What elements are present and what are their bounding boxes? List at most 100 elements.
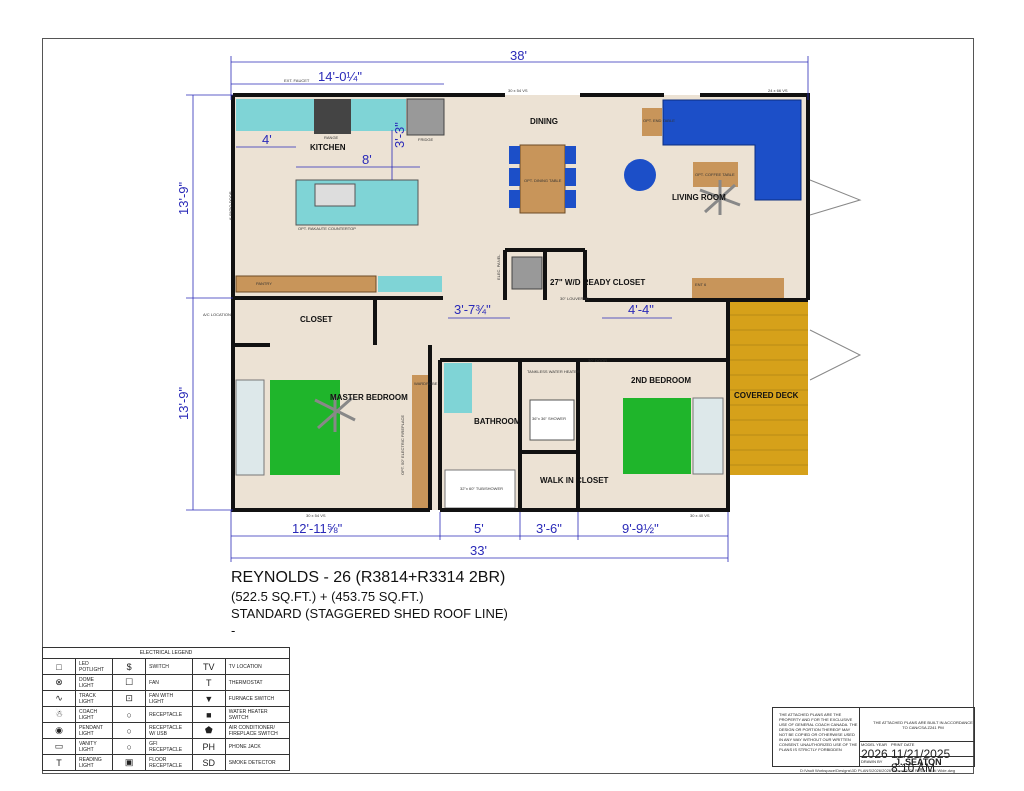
drawn-by-label: DRAWN BY (861, 759, 883, 764)
range-label: RANGE (324, 135, 339, 140)
covered-deck (730, 302, 808, 475)
compliance-note: THE ATTACHED PLANS ARE BUILT IN ACCORDAN… (873, 720, 973, 730)
legend-row: ☃COACH LIGHT○RECEPTACLE■WATER HEATER SWI… (42, 706, 291, 723)
fridge (406, 98, 445, 136)
coffee-table (693, 162, 738, 187)
shower-label: 36"x 36" SHOWER (532, 416, 566, 421)
pantry-label: PANTRY (256, 281, 272, 286)
fireplace-label: OPT. 50" ELECTRIC FIREPLACE (400, 415, 405, 475)
walls (231, 93, 810, 512)
track-light-icon: ∿ (42, 690, 76, 707)
patio-door-label: 6' PATIO DOOR (228, 191, 233, 220)
bed2 (623, 398, 691, 474)
dining-table-label: OPT. DINING TABLE (524, 178, 562, 183)
ceiling-fan-icon (314, 180, 741, 432)
deck-steps-icon (809, 179, 862, 381)
print-date: 11/21/2025 8:10 AM (891, 747, 951, 775)
dim-island: 8' (362, 152, 372, 167)
legend-label: READING LIGHT (74, 754, 114, 771)
furnace-switch-icon: ▼ (191, 690, 226, 707)
legend-label: WATER HEATER SWITCH (224, 706, 291, 723)
coffee-table-label: OPT. COFFEE TABLE (695, 172, 735, 177)
legend-label: TV LOCATION (224, 658, 291, 675)
switch-icon: $ (112, 658, 147, 675)
dim-closet-width: 3'-6" (536, 521, 562, 536)
ext-faucet-label: EXT. FAUCET (284, 78, 310, 83)
side-counter (378, 276, 442, 292)
pendant-light-icon: ◉ (42, 722, 76, 739)
legend-label: COACH LIGHT (74, 706, 114, 723)
coach-light-icon: ☃ (42, 706, 76, 723)
floor-receptacle-icon: ▣ (112, 754, 147, 771)
dim-kitchen-left: 4' (262, 132, 272, 147)
water-heater-label: TANKLESS WATER HEATER (527, 369, 580, 374)
legend-label: GFI RECEPTACLE (145, 738, 193, 755)
plan-title: REYNOLDS - 26 (R3814+R3314 2BR) (522.5 S… (231, 569, 508, 638)
receptacle-icon: ○ (112, 706, 147, 723)
gfi-receptacle-icon: ○ (112, 738, 147, 755)
window-label-c: 30 x 40 VS (690, 513, 710, 518)
legend-label: DOME LIGHT (74, 674, 114, 691)
dim-bath-width: 5' (474, 521, 484, 536)
door-label: 30" DOOR (588, 358, 607, 363)
wardrobe-fireplace (412, 375, 430, 510)
legend-label: PENDANT LIGHT (74, 722, 114, 739)
dim-hall-a: 3'-7¾" (454, 302, 491, 317)
model-year: 2026 (861, 747, 888, 761)
range (314, 99, 351, 134)
room-bed2: 2ND BEDROOM (631, 376, 691, 385)
tub-shower (444, 469, 516, 509)
ac-fireplace-switch-icon: ⬟ (191, 722, 226, 739)
dim-bed2-width: 9'-9½" (622, 521, 659, 536)
shower (529, 399, 575, 441)
led-potlight-icon: □ (42, 658, 76, 675)
armchair (624, 159, 656, 191)
tub-label: 32"x 60" TUB/SHOWER (460, 486, 503, 491)
room-closet: CLOSET (300, 315, 333, 324)
room-living: LIVING ROOM (672, 193, 726, 202)
dim-hall-b: 4'-4" (628, 302, 654, 317)
dim-overall-bottom: 33' (470, 543, 487, 558)
legend-label: PHONE JACK (224, 738, 291, 755)
end-table-label: OPT. END TABLE (643, 118, 675, 123)
tv-location-icon: TV (191, 658, 226, 675)
legend-label: THERMOSTAT (224, 674, 291, 691)
sink (314, 183, 356, 207)
bed2-headboard (692, 397, 724, 475)
legend-label: FLOOR RECEPTACLE (145, 754, 193, 771)
end-table (642, 108, 662, 136)
legend-title: ELECTRICAL LEGEND (42, 647, 290, 659)
legend-label: SWITCH (145, 658, 193, 675)
legend-label: LED POTLIGHT (74, 658, 114, 675)
legend-label: FAN (145, 674, 193, 691)
legend-label: FURNACE SWITCH (224, 690, 291, 707)
title-block: THE ATTACHED PLANS ARE THE PROPERTY AND … (772, 707, 975, 775)
window-label-b: 24 x 66 VS (768, 88, 788, 93)
dim-overall-top: 38' (510, 48, 527, 63)
legend-row: ◉PENDANT LIGHT○RECEPTACLE W/ USB⬟AIR CON… (42, 722, 291, 739)
ownership-notice: THE ATTACHED PLANS ARE THE PROPERTY AND … (779, 712, 858, 752)
legend-label: RECEPTACLE W/ USB (145, 722, 193, 739)
ac-label: A/C LOCATION (203, 312, 231, 317)
vanity-light-icon: ▭ (42, 738, 76, 755)
phone-jack-icon: PH (191, 738, 226, 755)
master-bed (270, 380, 340, 475)
dining-chairs (509, 146, 576, 208)
pantry-cabinets (235, 275, 377, 293)
file-path: D:\Vault Workspace\Designs\3D PLANS\2026… (800, 768, 956, 773)
title-model: REYNOLDS - 26 (R3814+R3314 2BR) (231, 569, 506, 586)
room-master: MASTER BEDROOM (330, 393, 408, 402)
dimension-lines (186, 56, 809, 562)
room-deck: COVERED DECK (734, 391, 799, 400)
wardrobe-label: WARDROBE (414, 381, 438, 386)
reading-light-icon: T (42, 754, 76, 771)
thermostat-icon: T (191, 674, 226, 691)
fan-with-light-icon: ⊡ (112, 690, 147, 707)
dim-lower-depth: 13'-9" (176, 386, 191, 420)
